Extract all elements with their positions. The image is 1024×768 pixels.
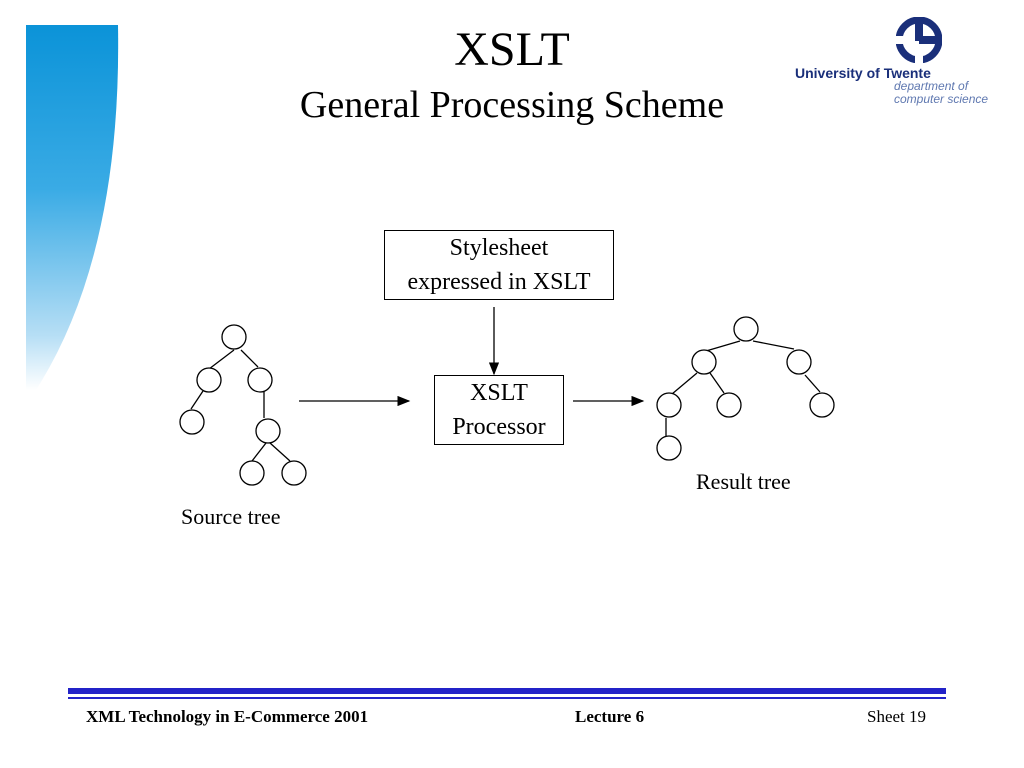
footer-course: XML Technology in E-Commerce 2001 — [86, 707, 369, 726]
tree-node — [221, 324, 247, 350]
xslt-processor-box: XSLT Processor — [434, 375, 564, 445]
footer-lecture: Lecture 6 — [575, 707, 645, 726]
tree-node — [239, 460, 265, 486]
stylesheet-label-line-2: expressed in XSLT — [407, 269, 591, 295]
footer-rule — [68, 688, 946, 694]
tree-edge — [705, 340, 741, 352]
tree-edge — [709, 372, 725, 394]
department-line-1: department of — [894, 79, 969, 93]
footer-sheet-number: Sheet 19 — [867, 707, 927, 726]
tree-node — [196, 367, 222, 393]
tree-edge — [251, 442, 267, 462]
source-tree-caption: Source tree — [181, 504, 281, 529]
tree-node — [786, 349, 812, 375]
stylesheet-box: Stylesheet expressed in XSLT — [384, 230, 614, 300]
tree-node — [656, 435, 682, 461]
university-name: University of Twente — [795, 65, 931, 81]
tree-edge — [208, 349, 235, 370]
tree-node — [733, 316, 759, 342]
slide-title: XSLT — [454, 23, 570, 76]
stylesheet-label-line-1: Stylesheet — [449, 235, 549, 261]
tree-edge — [752, 340, 795, 350]
tree-node — [281, 460, 307, 486]
processor-label-line-1: XSLT — [470, 380, 528, 406]
university-logo-icon — [896, 17, 942, 63]
processor-label-line-2: Processor — [452, 414, 546, 440]
result-tree-caption: Result tree — [696, 469, 791, 494]
tree-node — [716, 392, 742, 418]
department-line-2: computer science — [894, 92, 989, 106]
tree-node — [179, 409, 205, 435]
source-tree — [179, 324, 307, 486]
tree-edge — [804, 374, 821, 393]
tree-node — [656, 392, 682, 418]
result-tree — [656, 316, 835, 461]
tree-edge — [671, 372, 698, 395]
tree-node — [809, 392, 835, 418]
footer-rule-thin — [68, 697, 946, 699]
tree-edge — [190, 390, 204, 410]
tree-edge — [240, 349, 259, 368]
slide-subtitle: General Processing Scheme — [299, 84, 725, 126]
tree-edge — [269, 442, 291, 462]
tree-node — [255, 418, 281, 444]
decorative-side-band — [26, 25, 119, 390]
tree-node — [247, 367, 273, 393]
tree-node — [691, 349, 717, 375]
department-name: department of computer science — [894, 80, 988, 106]
